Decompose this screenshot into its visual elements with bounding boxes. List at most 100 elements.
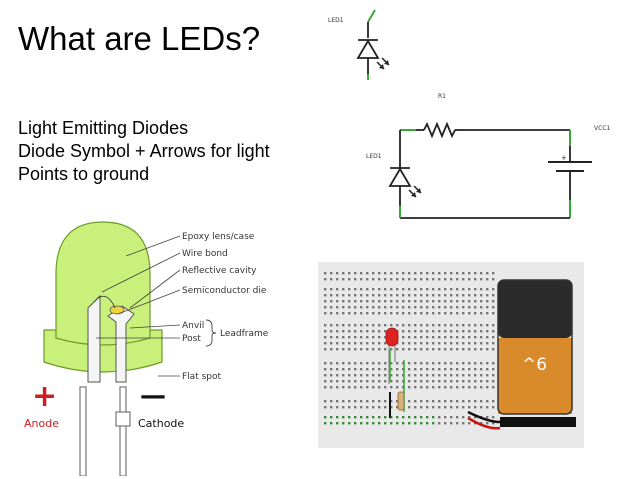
breadboard-hole xyxy=(402,306,405,309)
breadboard-hole xyxy=(444,294,447,297)
breadboard-hole xyxy=(330,422,333,425)
breadboard-hole xyxy=(444,400,447,403)
breadboard-hole xyxy=(366,416,369,419)
breadboard-hole xyxy=(354,422,357,425)
breadboard-hole xyxy=(348,422,351,425)
breadboard-hole xyxy=(378,374,381,377)
breadboard-hole xyxy=(396,368,399,371)
breadboard-hole xyxy=(468,300,471,303)
breadboard-hole xyxy=(324,278,327,281)
breadboard-hole xyxy=(390,400,393,403)
breadboard-hole xyxy=(348,386,351,389)
breadboard-hole xyxy=(432,406,435,409)
breadboard-hole xyxy=(492,362,495,365)
breadboard-hole xyxy=(408,406,411,409)
breadboard-hole xyxy=(432,348,435,351)
breadboard-hole xyxy=(474,312,477,315)
breadboard-hole xyxy=(366,422,369,425)
breadboard-hole xyxy=(336,272,339,275)
breadboard-hole xyxy=(390,368,393,371)
breadboard-hole xyxy=(444,300,447,303)
breadboard-hole xyxy=(402,422,405,425)
breadboard-hole xyxy=(432,312,435,315)
breadboard-hole xyxy=(372,342,375,345)
breadboard-hole xyxy=(414,294,417,297)
breadboard-hole xyxy=(450,362,453,365)
breadboard-hole xyxy=(360,386,363,389)
breadboard-hole xyxy=(372,300,375,303)
breadboard-hole xyxy=(390,380,393,383)
breadboard-hole xyxy=(432,374,435,377)
breadboard-hole xyxy=(444,374,447,377)
breadboard-hole xyxy=(342,300,345,303)
breadboard-hole xyxy=(426,386,429,389)
breadboard-hole xyxy=(456,342,459,345)
breadboard-hole xyxy=(468,406,471,409)
breadboard-hole xyxy=(348,400,351,403)
breadboard-hole xyxy=(408,380,411,383)
lead-wire xyxy=(367,9,376,23)
led-circuit-schematic: R1 VCC1 LED1 + xyxy=(366,93,610,219)
breadboard-hole xyxy=(468,422,471,425)
breadboard-hole xyxy=(384,416,387,419)
breadboard-hole xyxy=(390,272,393,275)
breadboard-hole xyxy=(438,416,441,419)
breadboard-hole xyxy=(456,294,459,297)
breadboard-hole xyxy=(408,400,411,403)
breadboard-hole xyxy=(336,294,339,297)
breadboard-hole xyxy=(366,300,369,303)
breadboard-hole xyxy=(402,368,405,371)
breadboard-hole xyxy=(378,294,381,297)
battery-black-lead xyxy=(467,410,501,424)
breadboard-hole xyxy=(480,288,483,291)
breadboard-hole xyxy=(492,416,495,419)
breadboard-hole xyxy=(342,362,345,365)
breadboard-hole xyxy=(348,342,351,345)
breadboard-hole xyxy=(360,336,363,339)
led-symbol-label: LED1 xyxy=(328,17,344,24)
breadboard-hole xyxy=(390,406,393,409)
breadboard-hole xyxy=(456,272,459,275)
breadboard-hole xyxy=(414,416,417,419)
breadboard-hole xyxy=(408,278,411,281)
breadboard-hole xyxy=(402,294,405,297)
breadboard-hole xyxy=(474,330,477,333)
breadboard-hole xyxy=(462,362,465,365)
breadboard-hole xyxy=(486,272,489,275)
breadboard-hole xyxy=(450,336,453,339)
breadboard-hole xyxy=(324,336,327,339)
breadboard-hole xyxy=(384,368,387,371)
breadboard-hole xyxy=(426,362,429,365)
breadboard-hole xyxy=(414,336,417,339)
breadboard-hole xyxy=(354,294,357,297)
breadboard-hole xyxy=(324,306,327,309)
breadboard-hole xyxy=(366,362,369,365)
breadboard-hole xyxy=(438,342,441,345)
breadboard-hole xyxy=(462,300,465,303)
breadboard-hole xyxy=(432,330,435,333)
breadboard-hole xyxy=(330,330,333,333)
breadboard-hole xyxy=(348,300,351,303)
breadboard-hole xyxy=(414,374,417,377)
breadboard-hole xyxy=(480,330,483,333)
breadboard-hole xyxy=(366,380,369,383)
breadboard-hole xyxy=(366,342,369,345)
breadboard-hole xyxy=(462,422,465,425)
breadboard-hole xyxy=(360,294,363,297)
breadboard-hole xyxy=(474,406,477,409)
breadboard-hole xyxy=(408,374,411,377)
breadboard-hole xyxy=(468,400,471,403)
slide-title: What are LEDs? xyxy=(18,20,261,57)
breadboard-hole xyxy=(336,288,339,291)
breadboard-hole xyxy=(402,374,405,377)
breadboard-hole xyxy=(372,324,375,327)
breadboard-hole xyxy=(426,374,429,377)
breadboard-hole xyxy=(432,386,435,389)
breadboard-hole xyxy=(384,306,387,309)
breadboard-hole xyxy=(414,278,417,281)
breadboard-hole xyxy=(360,288,363,291)
breadboard-hole xyxy=(408,312,411,315)
breadboard-hole xyxy=(324,362,327,365)
breadboard-hole xyxy=(432,324,435,327)
breadboard-hole xyxy=(420,386,423,389)
